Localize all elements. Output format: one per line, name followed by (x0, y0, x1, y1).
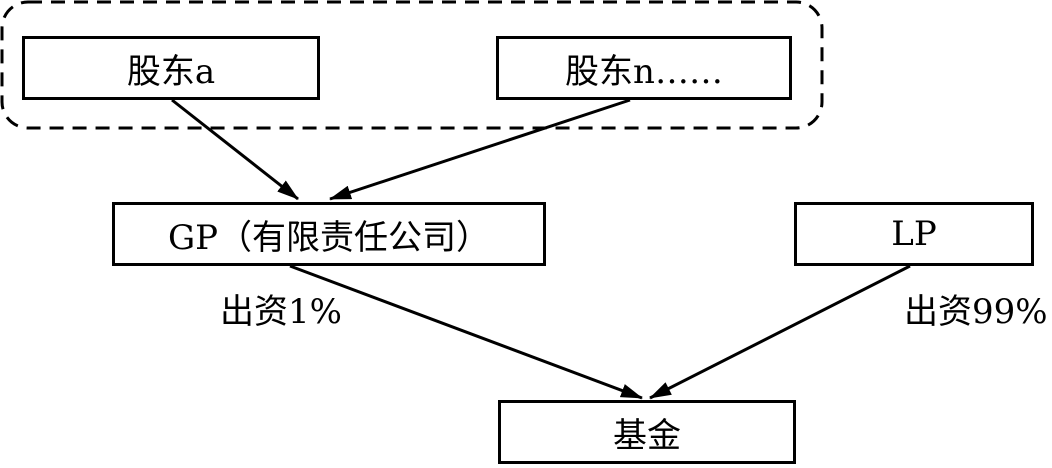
node-gp: GP（有限责任公司） (112, 202, 546, 266)
lp-contribution-label: 出资99% (904, 292, 1048, 332)
arrow-shareholder-n-to-gp (329, 98, 631, 201)
node-shareholder-a: 股东a (22, 36, 320, 100)
node-shareholder-n: 股东n…… (496, 36, 792, 100)
arrow-gp-to-fund (289, 264, 643, 400)
arrow-shareholder-a-to-gp (171, 98, 299, 201)
arrow-lp-to-fund (649, 264, 911, 400)
node-fund: 基金 (498, 400, 796, 464)
gp-contribution-label: 出资1% (220, 292, 342, 332)
node-lp: LP (794, 202, 1034, 266)
